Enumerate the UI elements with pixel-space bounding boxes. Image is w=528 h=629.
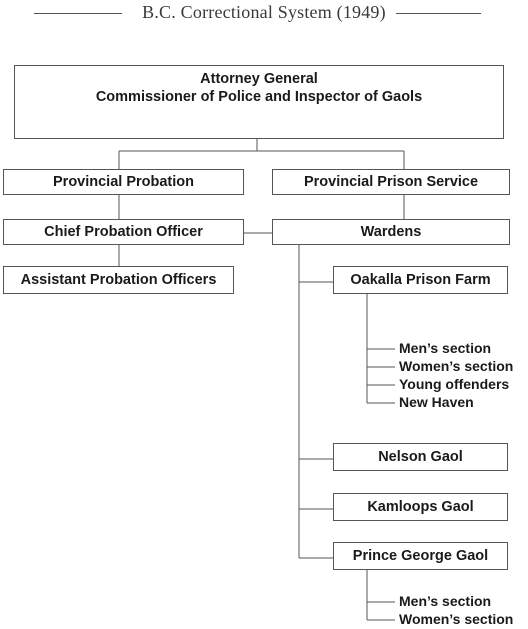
prince-george-gaol-box: Prince George Gaol (333, 542, 508, 570)
oakalla-prison-farm-box: Oakalla Prison Farm (333, 266, 508, 294)
provincial-prison-service-label: Provincial Prison Service (303, 174, 479, 190)
provincial-probation-box: Provincial Probation (3, 169, 244, 195)
assistant-probation-officers-label: Assistant Probation Officers (20, 272, 217, 288)
nelson-gaol-box: Nelson Gaol (333, 443, 508, 471)
oakalla-prison-farm-label: Oakalla Prison Farm (350, 272, 491, 288)
title-rule-left (34, 13, 122, 14)
nelson-gaol-label: Nelson Gaol (378, 449, 463, 465)
prince-george-gaol-label: Prince George Gaol (352, 548, 489, 564)
provincial-prison-service-box: Provincial Prison Service (272, 169, 510, 195)
attorney-general-label: Attorney General (200, 71, 318, 87)
wardens-box: Wardens (272, 219, 510, 245)
title-rule-right (396, 13, 481, 14)
wardens-label: Wardens (360, 224, 422, 240)
diagram-title: B.C. Correctional System (1949) (0, 2, 528, 23)
oakalla-section-item: Men’s section (399, 340, 492, 356)
oakalla-section-item: New Haven (399, 394, 474, 410)
chief-probation-officer-label: Chief Probation Officer (44, 224, 203, 240)
assistant-probation-officers-box: Assistant Probation Officers (3, 266, 234, 294)
attorney-general-box: Attorney General Commissioner of Police … (14, 65, 504, 139)
kamloops-gaol-label: Kamloops Gaol (367, 499, 474, 515)
prince-george-section-item: Women’s section (399, 611, 514, 627)
oakalla-section-item: Young offenders (399, 376, 510, 392)
chief-probation-officer-box: Chief Probation Officer (3, 219, 244, 245)
oakalla-section-item: Women’s section (399, 358, 514, 374)
prince-george-section-item: Men’s section (399, 593, 492, 609)
provincial-probation-label: Provincial Probation (53, 174, 194, 190)
kamloops-gaol-box: Kamloops Gaol (333, 493, 508, 521)
commissioner-label: Commissioner of Police and Inspector of … (95, 89, 423, 105)
